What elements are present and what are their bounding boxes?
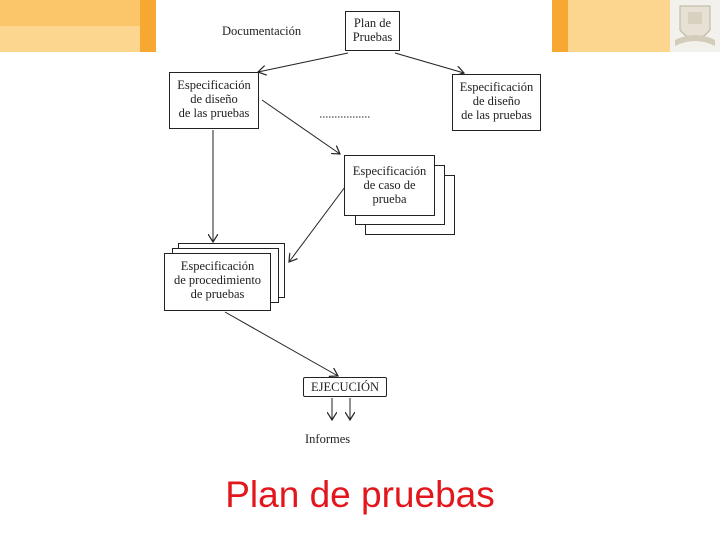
- header-accent-stripe: [140, 0, 156, 52]
- plan-de-pruebas-line-1: Plan de: [353, 16, 392, 30]
- spec-caso-box: Especificación de caso de prueba: [344, 155, 435, 216]
- university-crest-logo: [670, 0, 720, 52]
- documentacion-label: Documentación: [222, 24, 302, 38]
- spec-diseno-right-line-3: de las pruebas: [461, 108, 532, 122]
- spec-procedimiento-line-2: de procedimiento: [173, 273, 262, 287]
- spec-diseno-left-line-3: de las pruebas: [178, 106, 250, 120]
- spec-procedimiento-line-1: Especificación: [180, 259, 255, 273]
- spec-caso-line-1: Especificación: [352, 164, 427, 178]
- arrow-plan-to-spec-left: [258, 52, 349, 72]
- spec-diseno-left-line-1: Especificación: [177, 78, 251, 92]
- header-accent-block-right-2: [568, 0, 670, 52]
- spec-caso-line-2: de caso de: [363, 178, 416, 192]
- ejecucion-box: EJECUCIÓN: [303, 377, 387, 397]
- header-accent-block-left-inner: [0, 0, 140, 26]
- arrow-spec-left-to-caso: [261, 99, 340, 154]
- spec-diseno-right-line-2: de diseño: [472, 94, 521, 108]
- spec-diseno-left-line-2: de diseño: [190, 92, 238, 106]
- arrow-caso-to-procedimiento: [289, 186, 346, 262]
- plan-de-pruebas-line-2: Pruebas: [352, 30, 393, 44]
- spec-diseno-right-box: Especificación de diseño de las pruebas: [452, 74, 541, 131]
- informes-label: Informes: [305, 432, 351, 446]
- plan-de-pruebas-box: Plan de Pruebas: [345, 11, 400, 51]
- spec-caso-line-3: prueba: [372, 192, 407, 206]
- header-accent-block-right: [552, 0, 568, 52]
- spec-diseno-left-box: Especificación de diseño de las pruebas: [169, 72, 259, 129]
- arrow-plan-to-spec-right: [394, 52, 464, 73]
- ejecucion-label: EJECUCIÓN: [310, 380, 380, 394]
- spec-diseno-right-line-1: Especificación: [459, 80, 534, 94]
- spec-procedimiento-line-3: de pruebas: [190, 287, 245, 301]
- arrow-procedimiento-to-ejecucion: [224, 311, 338, 376]
- slide-title: Plan de pruebas: [225, 474, 495, 515]
- spec-procedimiento-box: Especificación de procedimiento de prueb…: [164, 253, 271, 311]
